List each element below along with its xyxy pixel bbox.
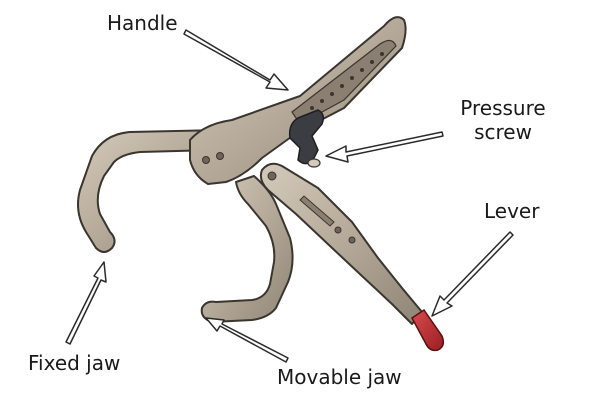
pressure-screw-tip: [307, 158, 321, 168]
label-pressure-screw-line2: screw: [474, 120, 532, 144]
rivet-icon: [216, 152, 224, 160]
label-pressure-screw-line1: Pressure: [460, 96, 546, 120]
label-fixed-jaw: Fixed jaw: [28, 351, 121, 375]
handle-arrow: [183, 29, 289, 91]
lever-tip: [411, 308, 445, 352]
label-handle: Handle: [107, 11, 178, 35]
label-pressure-screw: Pressure screw: [449, 96, 557, 144]
label-lever: Lever: [484, 199, 540, 223]
lever-slot: [299, 195, 335, 227]
arrows: [65, 29, 514, 363]
rivet-icon: [202, 156, 210, 164]
fixed-jaw-arrow: [65, 261, 107, 345]
rivet-icon: [348, 236, 356, 244]
handle-channel: [291, 39, 397, 125]
rivet-icon: [334, 226, 342, 234]
label-movable-jaw: Movable jaw: [277, 365, 402, 389]
lever-arrow: [431, 231, 514, 317]
rivet-icon: [267, 171, 277, 181]
movable-jaw: [200, 175, 294, 323]
pressure-screw-arrow: [325, 131, 444, 163]
movable-jaw-arrow: [205, 317, 289, 363]
pressure-screw: [288, 109, 325, 165]
handle-serration: [310, 52, 384, 110]
fixed-jaw: [77, 129, 223, 253]
handle: [189, 16, 407, 185]
